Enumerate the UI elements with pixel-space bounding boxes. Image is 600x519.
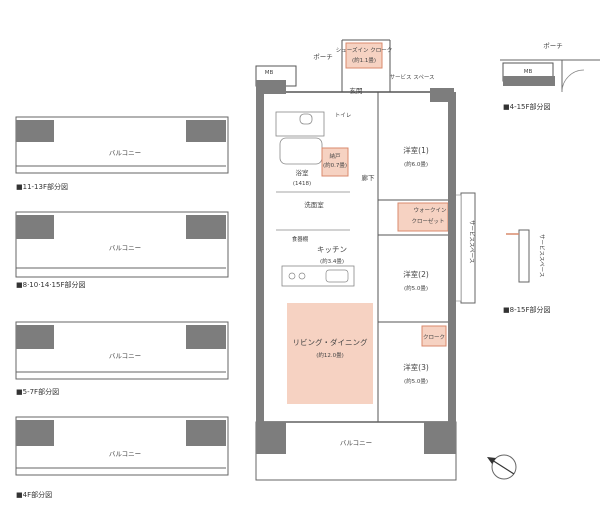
closet-small-size: (約0.7畳) (323, 161, 347, 169)
partial1-balcony-label: バルコニー (109, 149, 141, 157)
service-space-label: サービス スペース (389, 73, 434, 81)
caption-4-15f: ■4-15F部分図 (503, 103, 551, 111)
compass-north-arrow-icon (487, 457, 496, 464)
bath-label: 浴室 (296, 168, 310, 177)
top-right-porch-label: ポーチ (543, 42, 563, 50)
caption-11-13f: ■11-13F部分図 (16, 183, 68, 191)
partial-11-13f: バルコニー (15, 116, 229, 174)
partial-4f: バルコニー (15, 416, 229, 476)
pantry-label: 食器棚 (292, 235, 309, 243)
walk-in-label: ウォークイン (413, 206, 447, 214)
kitchen-size: (約3.4畳) (320, 257, 344, 265)
service-space-vertical-label: サービススペース (468, 220, 476, 263)
cloak-label: クローク (423, 334, 445, 341)
closet-small-label: 納戸 (329, 152, 341, 160)
washroom-label: 洗面室 (304, 200, 324, 209)
compass (487, 454, 517, 480)
top-right-mb-label: MB (524, 69, 533, 75)
western3-size: (約5.0畳) (404, 377, 428, 385)
partial-8-10-14-15f: バルコニー (15, 211, 229, 278)
western1-size: (約6.0畳) (404, 160, 428, 168)
partial2-balcony-label: バルコニー (109, 244, 141, 252)
western3-label: 洋室(3) (403, 362, 429, 372)
main-plan: MB ポーチ シューズイン クローク (約1.1畳) サービス スペース 玄関 … (255, 39, 476, 481)
living-label: リビング・ダイニング (293, 337, 368, 347)
partial-4-15f: ポーチ MB (500, 42, 600, 93)
mid-right-service-label: サービススペース (538, 234, 546, 277)
caption-5-7f: ■5-7F部分図 (16, 388, 60, 396)
porch-label: ポーチ (313, 53, 333, 61)
mb-label: MB (265, 70, 274, 76)
caption-8-15f: ■8-15F部分図 (503, 306, 551, 314)
living-size: (約12.0畳) (316, 351, 344, 359)
caption-4f: ■4F部分図 (16, 491, 53, 499)
shoes-closet-size: (約1.1畳) (352, 56, 376, 64)
partial4-balcony-label: バルコニー (109, 450, 141, 458)
hallway-label: 廊下 (362, 173, 376, 182)
toilet-label: トイレ (335, 113, 352, 119)
caption-8-10-14-15f: ■8·10·14·15F部分図 (16, 281, 86, 289)
main-balcony-label: バルコニー (340, 439, 372, 447)
western2-size: (約5.0畳) (404, 284, 428, 292)
entrance-label: 玄関 (350, 86, 363, 95)
bath-size: (1418) (293, 181, 311, 187)
partial3-balcony-label: バルコニー (109, 352, 141, 360)
western1-label: 洋室(1) (403, 145, 429, 155)
western2-label: 洋室(2) (403, 269, 429, 279)
partial-8-15f: サービススペース (506, 229, 546, 283)
partial-5-7f: バルコニー (15, 321, 229, 380)
kitchen-label: キッチン (317, 245, 347, 254)
shoes-closet-label: シューズイン クローク (336, 46, 392, 54)
closet-label: クローゼット (411, 217, 444, 225)
